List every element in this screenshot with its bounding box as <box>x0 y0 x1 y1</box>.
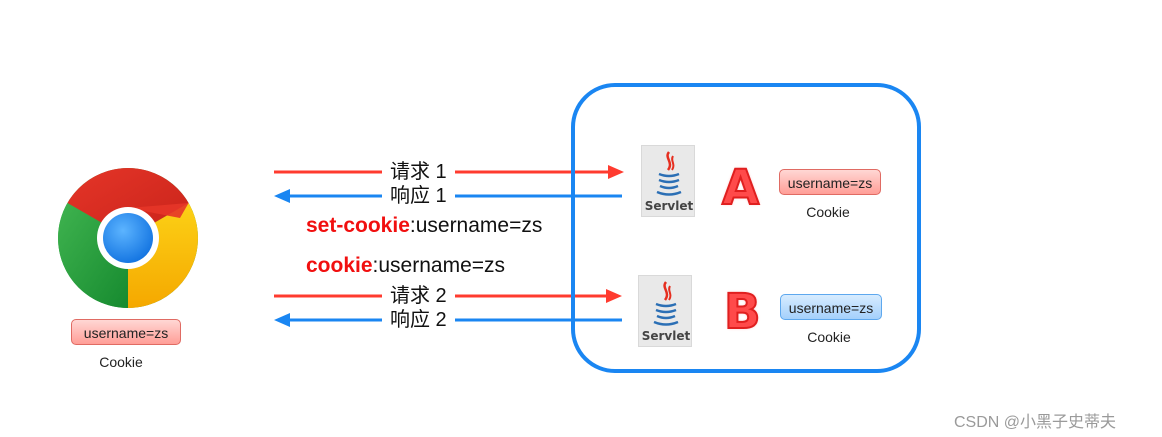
set-cookie-header: set-cookie:username=zs <box>306 214 542 238</box>
servlet-b-label: Servlet <box>641 329 691 343</box>
response2-label: 响应 2 <box>382 309 455 331</box>
servlet-a: Servlet <box>641 145 695 217</box>
cookie-header: cookie:username=zs <box>306 254 505 278</box>
request1-arrowhead <box>608 165 624 179</box>
set-cookie-key: set-cookie <box>306 214 410 237</box>
client-cookie-label: Cookie <box>99 354 143 370</box>
cookie-value: :username=zs <box>372 254 506 277</box>
server-b-letter: B <box>723 284 762 340</box>
java-coffee-cup-icon <box>653 281 679 326</box>
request2-label: 请求 2 <box>382 285 455 307</box>
server-b-cookie-chip: username=zs <box>780 294 882 320</box>
server-a-cookie-chip: username=zs <box>779 169 881 195</box>
servlet-a-label: Servlet <box>644 199 694 213</box>
java-coffee-cup-icon <box>656 151 682 196</box>
set-cookie-value: :username=zs <box>409 214 543 237</box>
server-cluster-box <box>571 83 921 373</box>
server-a-cookie-label: Cookie <box>806 204 850 220</box>
client-cookie-chip: username=zs <box>71 319 181 345</box>
request1-label: 请求 1 <box>382 161 455 183</box>
response2-arrowhead <box>274 313 290 327</box>
request2-arrowhead <box>606 289 622 303</box>
chrome-browser-icon <box>58 168 198 308</box>
servlet-b: Servlet <box>638 275 692 347</box>
server-b-cookie-label: Cookie <box>807 329 851 345</box>
watermark: CSDN @小黑子史蒂夫 <box>954 414 1117 431</box>
cookie-key: cookie <box>306 254 373 277</box>
response1-label: 响应 1 <box>382 185 455 207</box>
response1-arrowhead <box>274 189 290 203</box>
server-a-letter: A <box>721 160 760 216</box>
